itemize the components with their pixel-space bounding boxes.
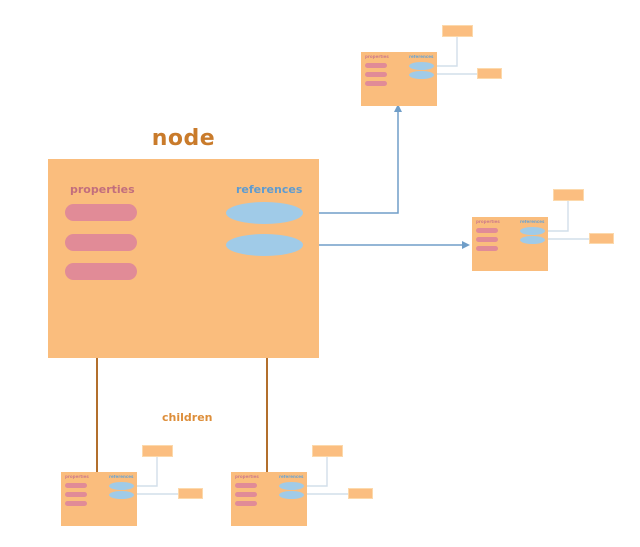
reference-arrow-2-head xyxy=(462,241,470,249)
property-pill xyxy=(365,72,387,77)
property-pill xyxy=(365,63,387,68)
reference-ellipse xyxy=(520,236,545,244)
properties-label: properties xyxy=(235,475,259,480)
property-pill xyxy=(65,263,137,280)
references-label: references xyxy=(520,220,545,225)
property-pill xyxy=(65,492,87,497)
property-pill xyxy=(235,483,257,488)
property-pill xyxy=(235,492,257,497)
mini-connector-line xyxy=(434,37,458,67)
property-pill xyxy=(65,204,137,221)
reference-ellipse xyxy=(226,234,303,256)
reference-ellipse xyxy=(109,491,134,499)
references-label: references xyxy=(109,475,134,480)
linked-node-rect xyxy=(348,488,373,499)
child-node-left: properties references xyxy=(61,472,137,526)
linked-node-rect xyxy=(477,68,502,79)
mini-connector-line xyxy=(134,457,158,487)
children-label: children xyxy=(162,411,213,424)
references-label: references xyxy=(409,55,434,60)
mini-connector-line xyxy=(304,457,328,487)
reference-ellipse xyxy=(279,491,304,499)
linked-node-rect xyxy=(142,445,173,457)
child-node-middle: properties references xyxy=(231,472,307,526)
linked-node-rect xyxy=(589,233,614,244)
reference-ellipse xyxy=(279,482,304,490)
reference-ellipse xyxy=(409,62,434,70)
reference-target-node-right: properties references xyxy=(472,217,548,271)
references-label: references xyxy=(279,475,304,480)
main-node-title: node xyxy=(151,126,216,151)
linked-node-rect xyxy=(442,25,473,37)
properties-label: properties xyxy=(365,55,389,60)
main-node: properties references xyxy=(48,159,319,358)
references-label: references xyxy=(236,183,303,196)
properties-label: properties xyxy=(70,183,135,196)
property-pill xyxy=(476,246,498,251)
mini-connector-line xyxy=(545,201,569,232)
reference-target-node-top: properties references xyxy=(361,52,437,106)
property-pill xyxy=(65,501,87,506)
property-pill xyxy=(476,228,498,233)
property-pill xyxy=(65,234,137,251)
property-pill xyxy=(235,501,257,506)
reference-ellipse xyxy=(109,482,134,490)
properties-label: properties xyxy=(476,220,500,225)
reference-ellipse xyxy=(520,227,545,235)
linked-node-rect xyxy=(553,189,584,201)
property-pill xyxy=(365,81,387,86)
properties-label: properties xyxy=(65,475,89,480)
property-pill xyxy=(476,237,498,242)
linked-node-rect xyxy=(178,488,203,499)
linked-node-rect xyxy=(312,445,343,457)
property-pill xyxy=(65,483,87,488)
reference-ellipse xyxy=(226,202,303,224)
reference-ellipse xyxy=(409,71,434,79)
